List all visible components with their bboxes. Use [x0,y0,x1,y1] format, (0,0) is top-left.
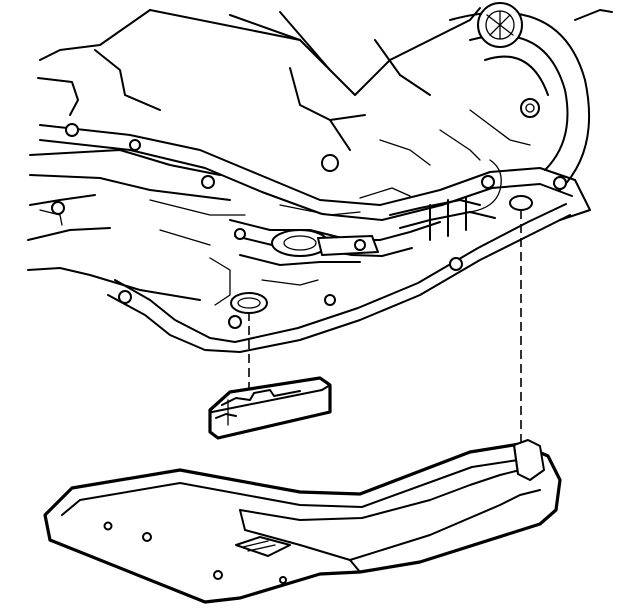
pan-magnet [235,536,291,557]
valve-body-boss [317,235,379,256]
pan-alignment-boss [509,195,533,211]
case-boss [321,154,339,172]
transmission-filter [208,376,332,440]
transmission-case [27,2,613,353]
alignment-lines [248,210,522,448]
filter-seal-bore [230,292,268,314]
transmission-oil-pan [43,439,562,604]
